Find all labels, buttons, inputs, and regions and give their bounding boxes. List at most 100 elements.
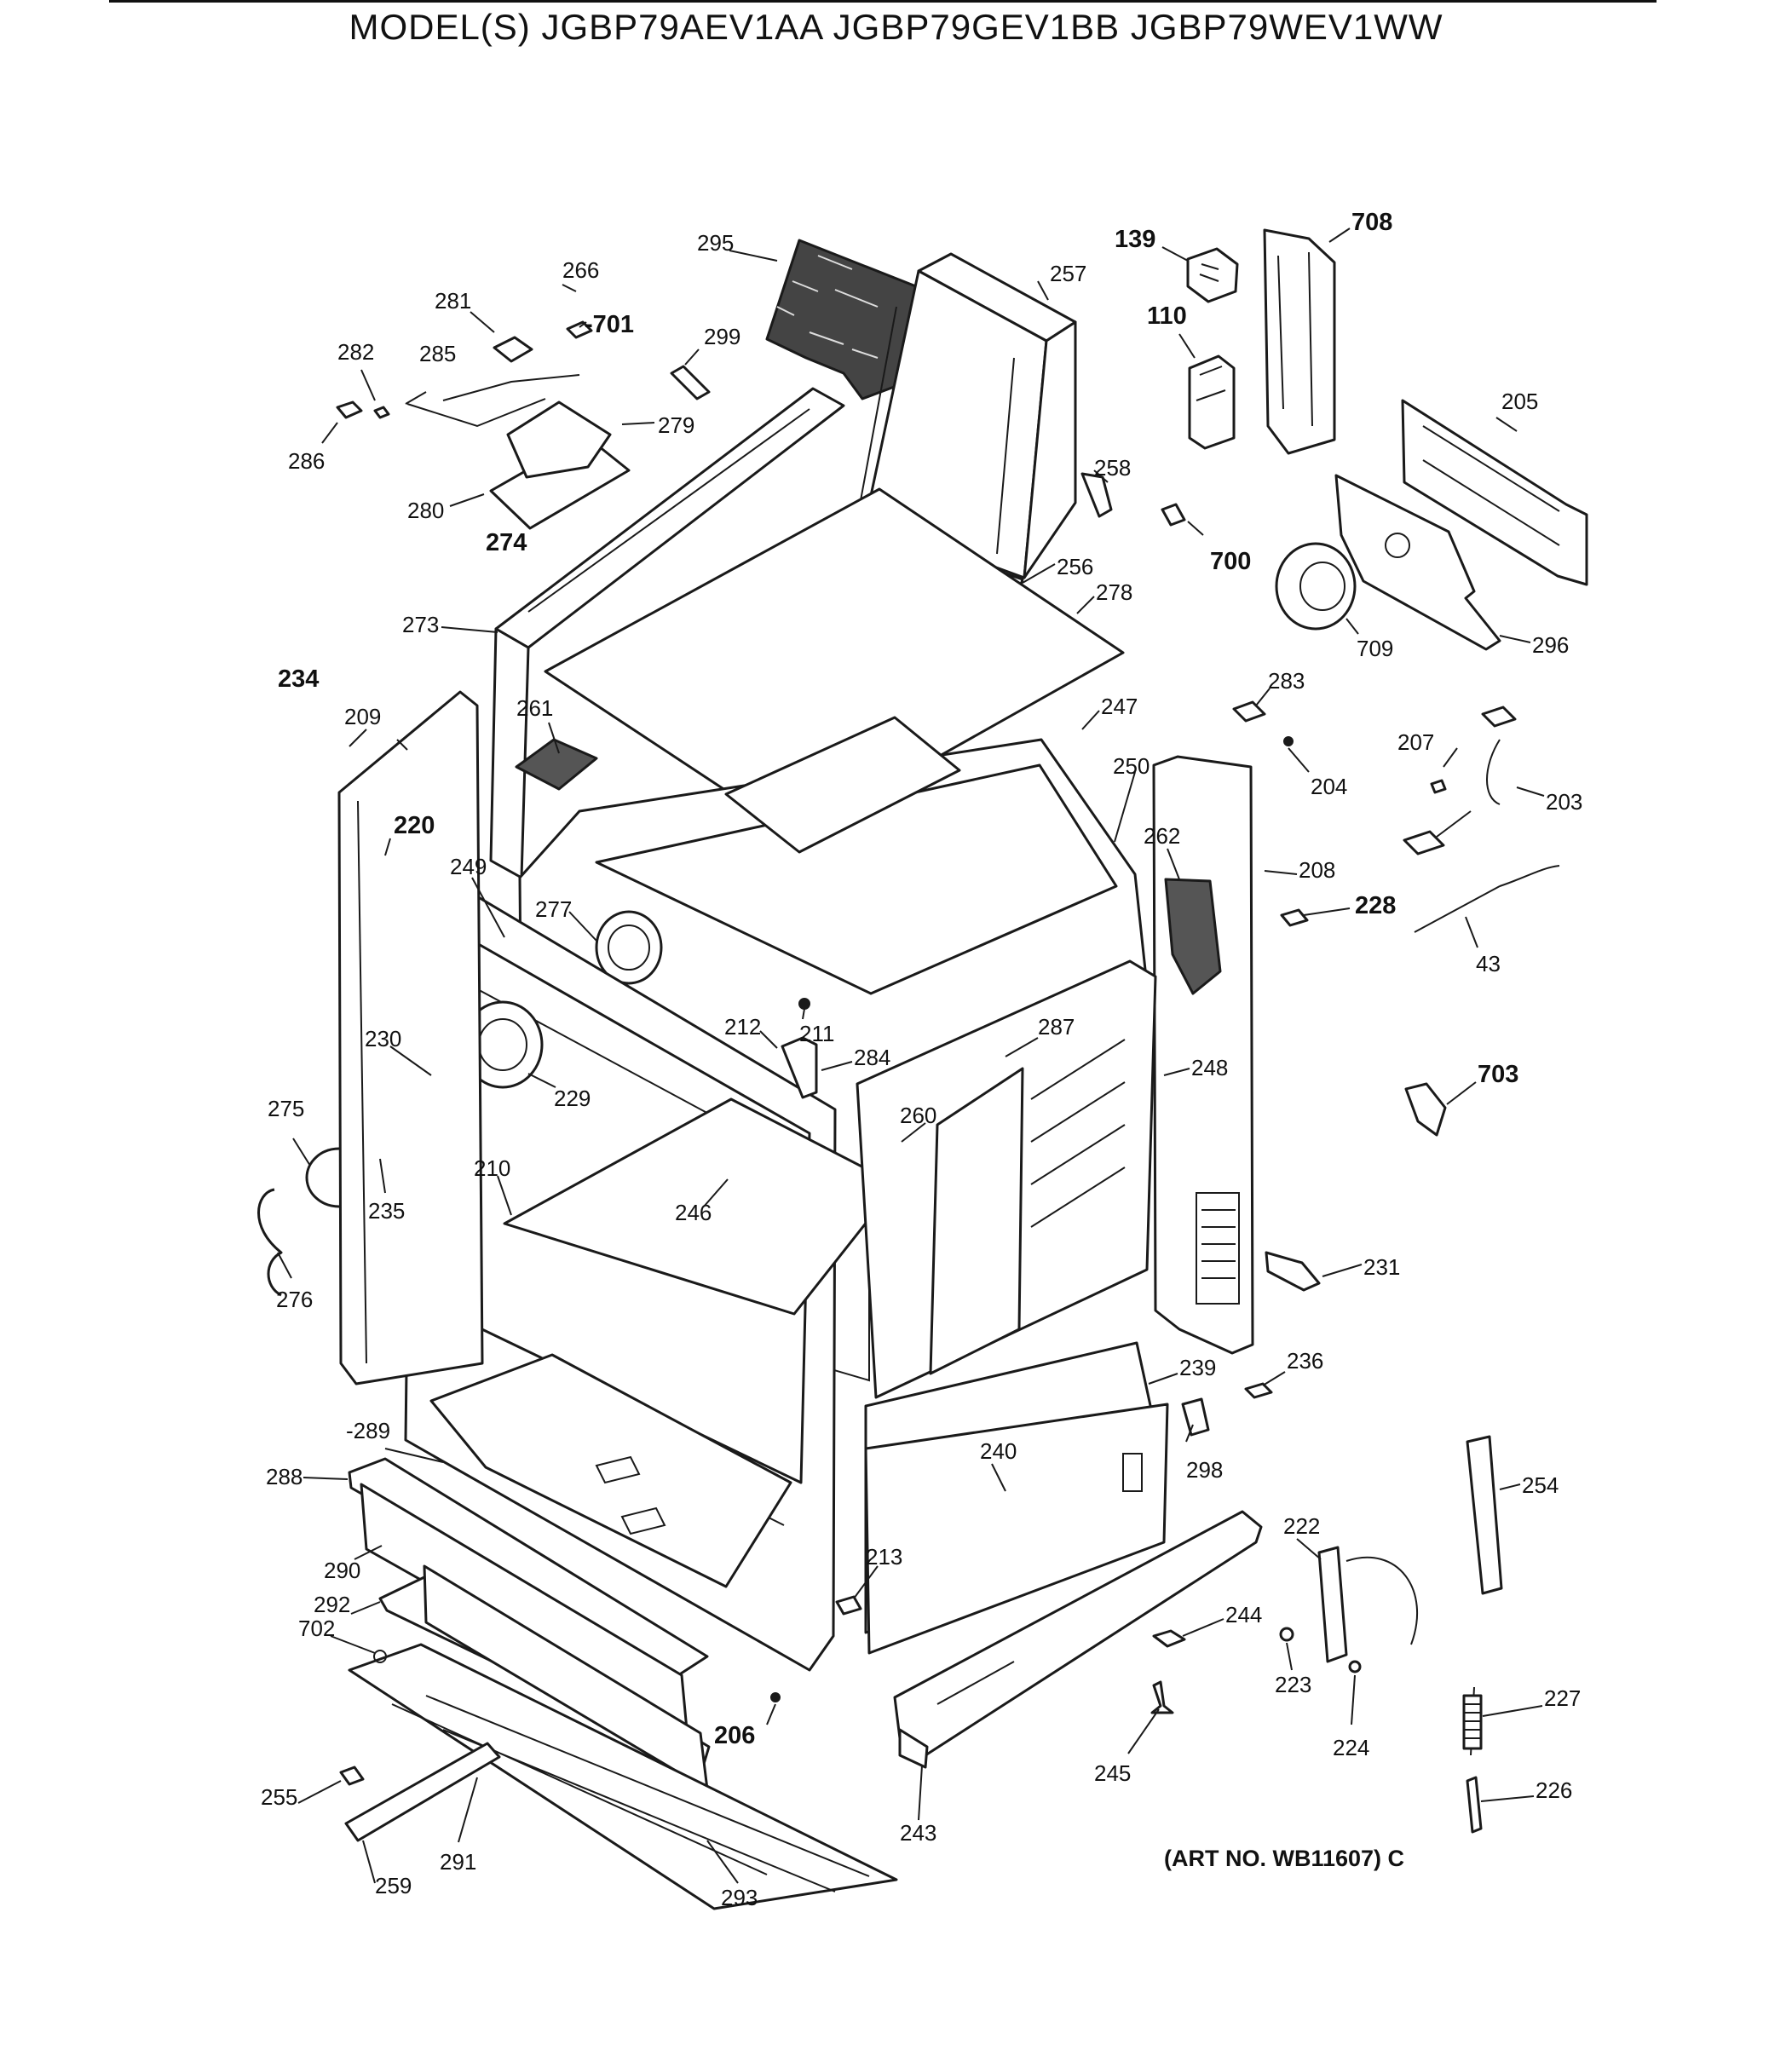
callout-210: 210 — [474, 1155, 510, 1181]
callout-701: -701 — [585, 311, 634, 338]
callout-291: 291 — [440, 1849, 476, 1875]
callout-208: 208 — [1299, 857, 1335, 883]
callout-289: -289 — [346, 1418, 390, 1443]
callout-708: 708 — [1351, 209, 1392, 236]
callout-260: 260 — [900, 1103, 936, 1128]
callout-228: 228 — [1355, 892, 1396, 919]
callout-266: 266 — [562, 257, 599, 283]
duct-bracket-part — [1080, 472, 1113, 518]
callout-248: 248 — [1191, 1055, 1228, 1080]
callout-274: 274 — [486, 529, 527, 556]
art-number: (ART NO. WB11607) C — [1164, 1846, 1405, 1871]
knob-insert-part — [336, 400, 363, 419]
rear-upper-panel-part — [1401, 399, 1588, 586]
callout-299: 299 — [704, 324, 740, 349]
nut-part — [1283, 736, 1294, 746]
callout-212: 212 — [724, 1014, 761, 1040]
broiler-floor-part — [348, 1643, 898, 1910]
orifice-part — [670, 365, 711, 400]
callout-239: 239 — [1179, 1355, 1216, 1380]
spacer-part — [373, 406, 390, 419]
callout-236: 236 — [1287, 1348, 1323, 1374]
screw-lower-part — [770, 1692, 781, 1702]
callout-230: 230 — [365, 1026, 401, 1051]
callout-247: 247 — [1101, 694, 1138, 719]
control-bracket-part — [1263, 228, 1336, 455]
bracket-part — [781, 1036, 818, 1099]
callout-703: 703 — [1478, 1061, 1518, 1088]
callout-276: 276 — [276, 1287, 313, 1312]
callout-231: 231 — [1363, 1254, 1400, 1280]
callout-224: 224 — [1333, 1735, 1369, 1760]
top-burner-assembly-part — [406, 336, 631, 530]
callout-211: 211 — [799, 1021, 834, 1046]
callout-246: 246 — [675, 1200, 712, 1225]
spring-link-part — [1466, 1776, 1483, 1834]
door-hinge-part — [1279, 1546, 1419, 1673]
callout-139: 139 — [1115, 226, 1155, 253]
vent-duct-part — [858, 252, 1077, 579]
callout-245: 245 — [1094, 1760, 1131, 1786]
callout-277: 277 — [535, 896, 572, 922]
callout-288: 288 — [266, 1464, 303, 1489]
insulation-clip-part — [1404, 1082, 1447, 1137]
callout-278: 278 — [1096, 579, 1132, 605]
callout-284: 284 — [854, 1045, 890, 1070]
callout-254: 254 — [1522, 1472, 1559, 1498]
leader-lines — [277, 228, 1545, 1884]
callout-285: 285 — [419, 341, 456, 366]
callout-234: 234 — [278, 665, 319, 693]
callout-262: 262 — [1144, 823, 1180, 849]
callout-203: 203 — [1546, 789, 1582, 815]
rear-rod-part — [344, 1742, 501, 1842]
part-drawings — [257, 228, 1588, 1910]
callout-290: 290 — [324, 1558, 360, 1583]
callout-43: 43 — [1476, 951, 1501, 976]
callout-240: 240 — [980, 1438, 1017, 1464]
terminal-part — [1232, 700, 1266, 723]
callout-209: 209 — [344, 704, 381, 729]
callout-281: 281 — [435, 288, 471, 314]
model-numbers-title: MODEL(S) JGBP79AEV1AA JGBP79GEV1BB JGBP7… — [349, 7, 1443, 47]
callout-235: 235 — [368, 1198, 405, 1224]
lower-back-panel-part — [864, 1341, 1169, 1655]
corner-insulation-part — [515, 738, 598, 791]
top-rule — [109, 0, 1657, 3]
wire-harness-part — [1403, 706, 1560, 933]
side-insulation-part — [1164, 878, 1222, 995]
screw-plate-part — [566, 320, 593, 339]
callout-275: 275 — [268, 1096, 304, 1121]
callout-110: 110 — [1147, 302, 1187, 330]
side-bracket-part — [1265, 1251, 1321, 1292]
insulation-board-part — [544, 487, 1125, 838]
callout-227: 227 — [1544, 1685, 1581, 1711]
callout-250: 250 — [1113, 753, 1150, 779]
kickplate-part — [893, 1510, 1263, 1769]
module-part — [1188, 354, 1236, 450]
callout-220: 220 — [394, 812, 435, 839]
callout-258: 258 — [1094, 455, 1131, 481]
callout-223: 223 — [1275, 1672, 1311, 1697]
hinge-receiver-part — [1181, 1397, 1210, 1437]
oven-top-panel-part — [489, 387, 845, 879]
callout-249: 249 — [450, 854, 487, 879]
callout-204: 204 — [1311, 774, 1347, 799]
leveling-leg-part — [339, 1766, 365, 1786]
callout-296: 296 — [1532, 632, 1569, 658]
callout-287: 287 — [1038, 1014, 1075, 1040]
clip-lower-part — [1244, 1382, 1273, 1399]
relay-part — [1186, 247, 1239, 303]
callout-244: 244 — [1225, 1602, 1262, 1627]
callout-702: 702 — [298, 1616, 335, 1641]
hinge-plate-part — [1466, 1435, 1503, 1595]
callout-256: 256 — [1057, 554, 1093, 579]
leveler-bracket-part — [1152, 1629, 1186, 1648]
callout-298: 298 — [1186, 1457, 1223, 1483]
callout-259: 259 — [375, 1873, 412, 1898]
callout-283: 283 — [1268, 668, 1305, 694]
callout-292: 292 — [314, 1592, 350, 1617]
callout-206: 206 — [714, 1722, 755, 1749]
callout-226: 226 — [1536, 1777, 1572, 1803]
